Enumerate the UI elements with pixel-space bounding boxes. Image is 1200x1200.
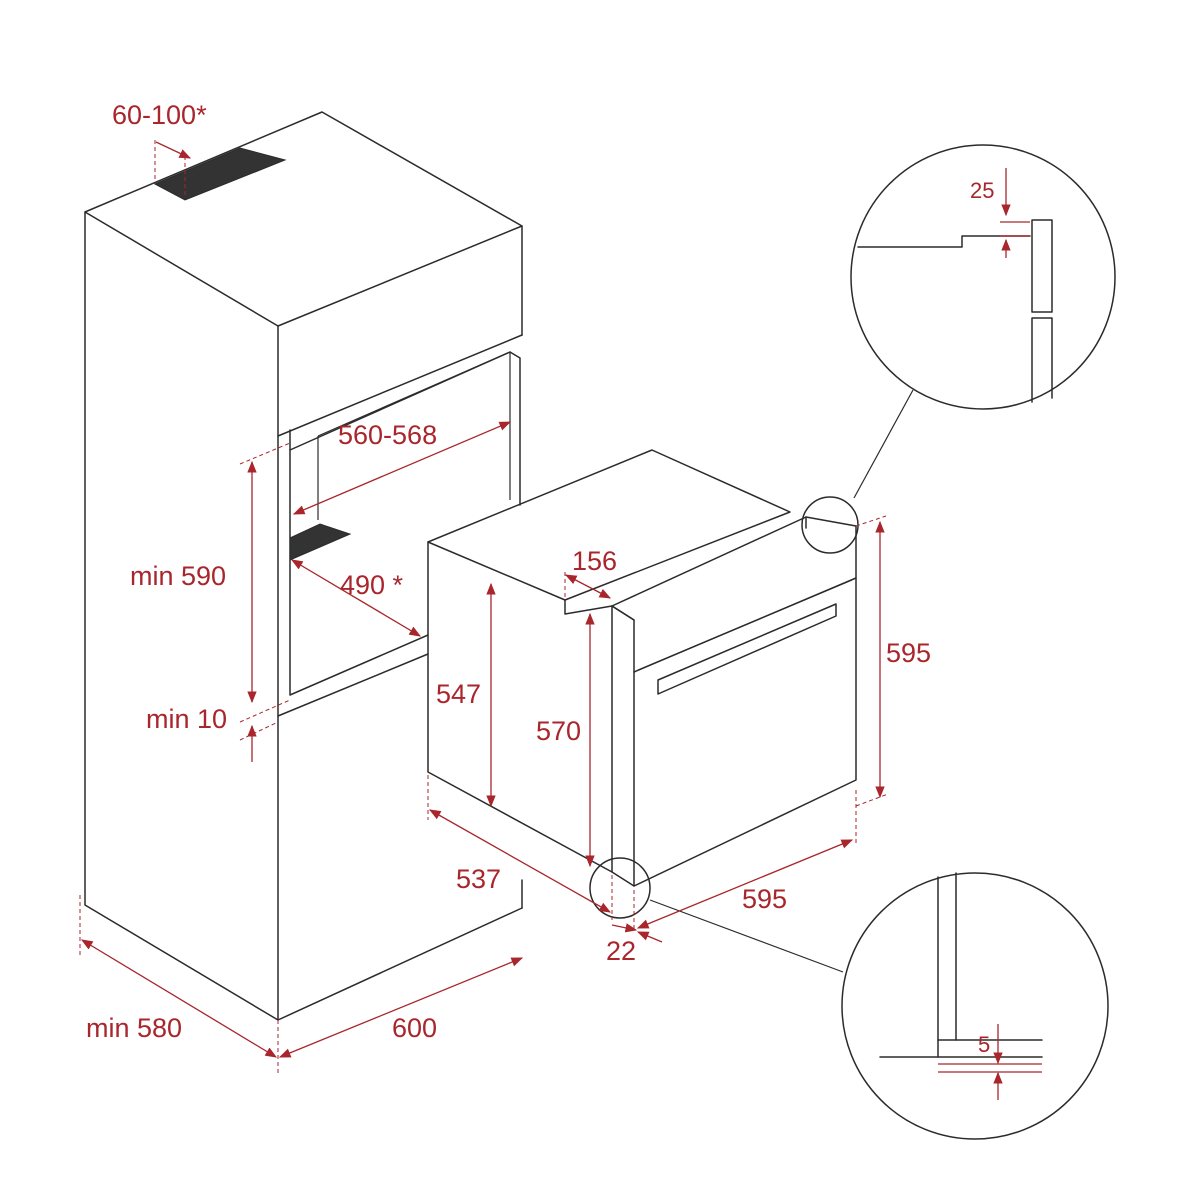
label-oven-depth: 537 — [456, 864, 501, 894]
oven-panel-corner — [611, 605, 635, 621]
cabinet-front-bottom — [277, 907, 523, 1021]
label-niche-height: min 590 — [130, 561, 226, 591]
dim-door-b — [636, 931, 663, 943]
label-cabinet-depth: min 580 — [86, 1013, 182, 1043]
detail-top-counter — [857, 235, 1031, 248]
detail-bottom — [589, 857, 1109, 1140]
dim-niche-depth — [290, 559, 422, 637]
detail-top-panel-lower — [1031, 317, 1053, 403]
niche-back-rect — [289, 351, 521, 506]
detail-top-circle — [850, 144, 1116, 410]
oven-door — [611, 577, 857, 887]
label-cabinet-width: 600 — [392, 1013, 437, 1043]
oven-top — [427, 449, 791, 601]
detail-top-panel-upper — [1031, 219, 1053, 313]
oven-control-panel — [611, 516, 857, 673]
label-oven-front-height: 570 — [536, 716, 581, 746]
label-detail-top-gap: 25 — [970, 178, 994, 203]
oven-handle — [657, 603, 837, 695]
niche-bottom — [277, 653, 429, 717]
label-oven-body-height: 547 — [436, 679, 481, 709]
dim-gap-ext — [239, 721, 279, 741]
top-vent-slot — [153, 147, 287, 201]
dim-niche-height-ext-bottom — [239, 699, 291, 723]
dim-cabinet-depth — [80, 939, 278, 1058]
oven-top-step — [564, 599, 613, 615]
dim-oven-height-ext-bottom — [855, 793, 889, 807]
niche-back-frame — [289, 429, 429, 696]
detail-bottom-circle — [841, 872, 1109, 1140]
label-door-offset: 22 — [606, 936, 636, 966]
detail-top-leader — [853, 389, 914, 499]
label-oven-height: 595 — [886, 638, 931, 668]
label-top-vent: 60-100* — [112, 100, 207, 130]
label-niche-width: 560-568 — [338, 420, 437, 450]
label-oven-width: 595 — [742, 884, 787, 914]
detail-top — [801, 144, 1116, 554]
dim-oven-step — [564, 574, 612, 599]
cabinet-front-band — [277, 334, 523, 437]
dim-oven-height-ext-top — [855, 515, 887, 527]
oven-door-line — [637, 579, 853, 671]
dim-oven-depth — [428, 809, 612, 913]
oven — [427, 449, 857, 887]
label-detail-bottom-gap: 5 — [978, 1032, 990, 1057]
dim-niche-width — [292, 421, 512, 515]
dim-door-a — [611, 923, 638, 933]
cabinet-left-side — [84, 211, 279, 1021]
label-oven-top-step: 156 — [572, 546, 617, 576]
label-niche-depth: 490 * — [340, 570, 404, 600]
cabinet-top-face — [84, 111, 523, 327]
labels: 60-100* 560-568 min 590 490 * min 10 min… — [86, 100, 994, 1057]
niche-floor-vent — [289, 523, 352, 561]
dimensions — [79, 140, 1042, 1100]
dim-vent-line — [155, 141, 192, 159]
dim-oven-width — [636, 839, 854, 929]
detail-bottom-marker — [589, 857, 651, 919]
dim-cabinet-width — [278, 957, 524, 1058]
dim-niche-height-ext-top — [239, 442, 291, 465]
label-bottom-gap: min 10 — [146, 704, 227, 734]
